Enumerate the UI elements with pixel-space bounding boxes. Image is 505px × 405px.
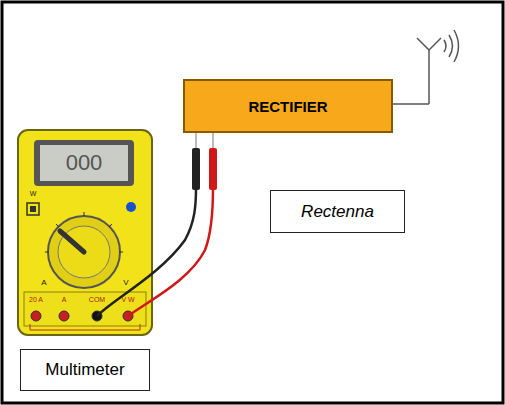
probe (209, 148, 217, 190)
display-readout: 000 (66, 152, 103, 174)
dial-mark: W (30, 190, 37, 197)
terminal-label: 20 A (29, 296, 43, 303)
label-box: Rectenna (270, 190, 405, 233)
dial-mark: A (41, 279, 46, 287)
node-text: Rectenna (301, 202, 374, 222)
terminal-label: V W (121, 296, 134, 303)
terminal-label: COM (89, 296, 105, 303)
node-text: RECTIFIER (248, 98, 327, 115)
label-box: Multimeter (20, 349, 150, 391)
probe-tip (195, 132, 197, 148)
probe-wire (128, 188, 213, 316)
probe-tip (212, 132, 214, 148)
terminal-label: A (62, 296, 67, 303)
multimeter-illustration (18, 130, 152, 335)
antenna-symbol (392, 30, 459, 104)
probe (192, 148, 200, 190)
rectifier-box: RECTIFIER (183, 79, 393, 133)
probe-wire (97, 188, 196, 316)
dial-mark: V (123, 279, 128, 287)
node-text: Multimeter (45, 360, 124, 380)
